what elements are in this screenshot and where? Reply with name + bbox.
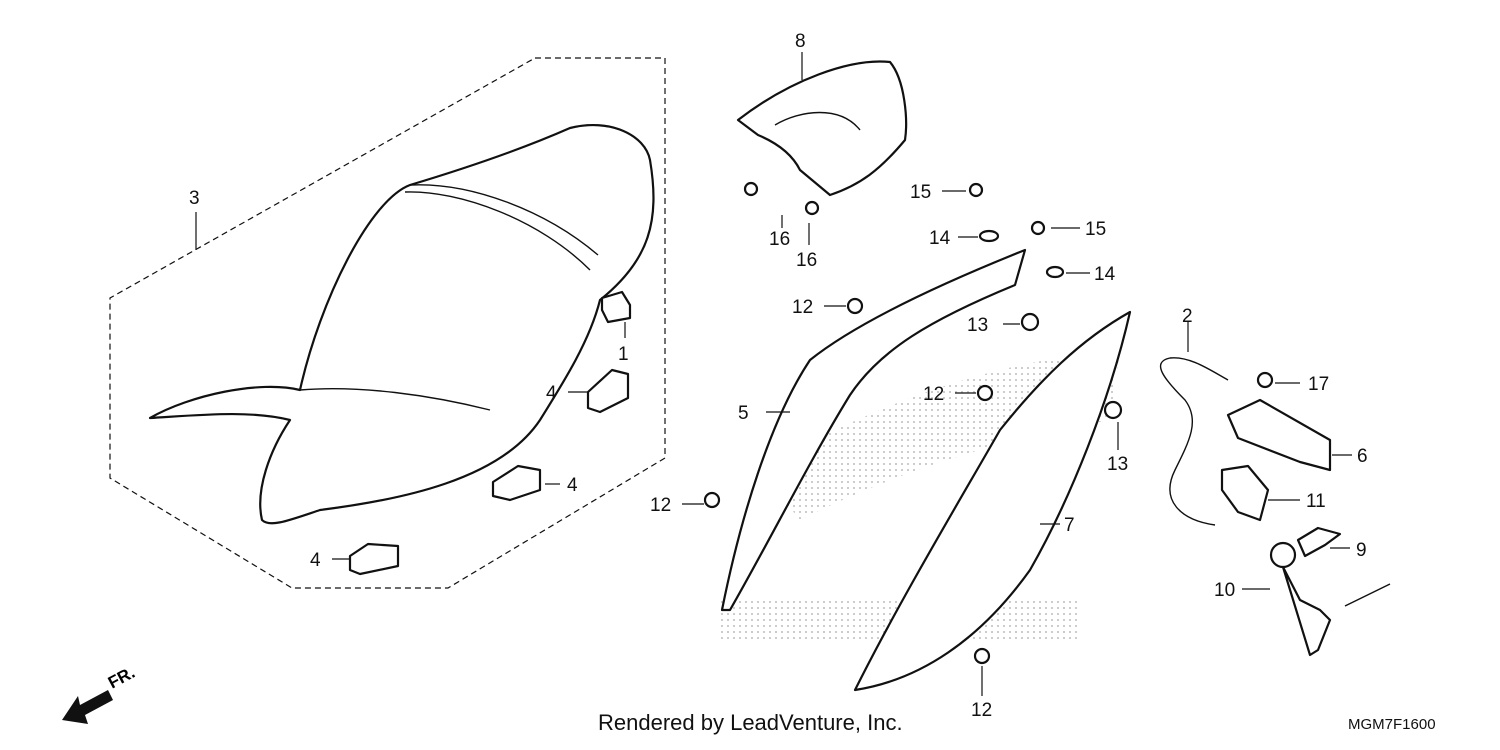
clip-part-9[interactable]	[1296, 526, 1342, 558]
seat-lock-cable-part-2[interactable]	[1159, 357, 1229, 526]
callout-16b: 16	[796, 250, 817, 271]
washer-part-14a[interactable]	[978, 229, 1000, 243]
callout-5: 5	[738, 403, 749, 424]
screw-part-12d[interactable]	[973, 647, 991, 665]
seat-rubber-part-4b[interactable]	[491, 464, 542, 502]
callout-13a: 13	[967, 315, 988, 336]
callout-10: 10	[1214, 580, 1235, 601]
bolt-part-15a[interactable]	[968, 182, 984, 198]
bolt-part-17[interactable]	[1256, 371, 1274, 389]
callout-6: 6	[1357, 446, 1368, 467]
rear-cowl-part-8[interactable]	[736, 60, 908, 197]
callout-4c: 4	[310, 550, 321, 571]
callout-14a: 14	[929, 228, 951, 249]
diagram-code: MGM7F1600	[1348, 716, 1436, 733]
washer-part-14b[interactable]	[1045, 265, 1065, 279]
callout-9: 9	[1356, 540, 1367, 561]
callout-17: 17	[1308, 374, 1329, 395]
callout-16a: 16	[769, 229, 790, 250]
callout-12c: 12	[650, 495, 671, 516]
callout-12a: 12	[792, 297, 813, 318]
callout-12d: 12	[971, 700, 992, 721]
callout-14b: 14	[1094, 264, 1116, 285]
render-credit: Rendered by LeadVenture, Inc.	[598, 710, 903, 735]
callout-12b: 12	[923, 384, 944, 405]
screw-part-12a[interactable]	[846, 297, 864, 315]
seat-clip-part-1[interactable]	[600, 290, 632, 324]
bracket-part-6[interactable]	[1226, 398, 1332, 472]
right-side-cover-part-7[interactable]	[853, 310, 1132, 692]
screw-part-12c[interactable]	[703, 491, 721, 509]
callout-11: 11	[1306, 491, 1326, 512]
seat-rubber-part-4a[interactable]	[586, 368, 630, 414]
nut-part-13b[interactable]	[1103, 400, 1123, 420]
seat-part-3[interactable]	[148, 124, 655, 525]
callout-13b: 13	[1107, 454, 1128, 475]
callout-4b: 4	[567, 475, 578, 496]
callout-15a: 15	[910, 182, 931, 203]
bolt-part-15b[interactable]	[1030, 220, 1046, 236]
seat-rubber-part-4c[interactable]	[348, 542, 400, 576]
callout-labels: 1 2 3 4 4 4 5 6 7 8 9 10 11 12 12 12 12 …	[189, 31, 1368, 721]
screw-part-12b[interactable]	[976, 384, 994, 402]
leader-lines	[195, 52, 1352, 696]
front-direction-arrow-icon	[62, 690, 113, 724]
seat-lock-part-10[interactable]	[1269, 541, 1391, 657]
nut-part-13a[interactable]	[1020, 312, 1040, 332]
left-side-cover-part-5[interactable]	[720, 248, 1027, 612]
plate-part-11[interactable]	[1220, 464, 1270, 522]
callout-8: 8	[795, 31, 806, 52]
callout-3: 3	[189, 188, 200, 209]
bolt-part-16a[interactable]	[743, 181, 759, 197]
seat-group-box	[109, 57, 666, 589]
callout-4a: 4	[546, 383, 557, 404]
callout-7: 7	[1064, 515, 1075, 536]
bolt-part-16b[interactable]	[804, 200, 820, 216]
callout-1: 1	[618, 344, 629, 365]
callout-2: 2	[1182, 306, 1193, 327]
callout-15b: 15	[1085, 219, 1106, 240]
